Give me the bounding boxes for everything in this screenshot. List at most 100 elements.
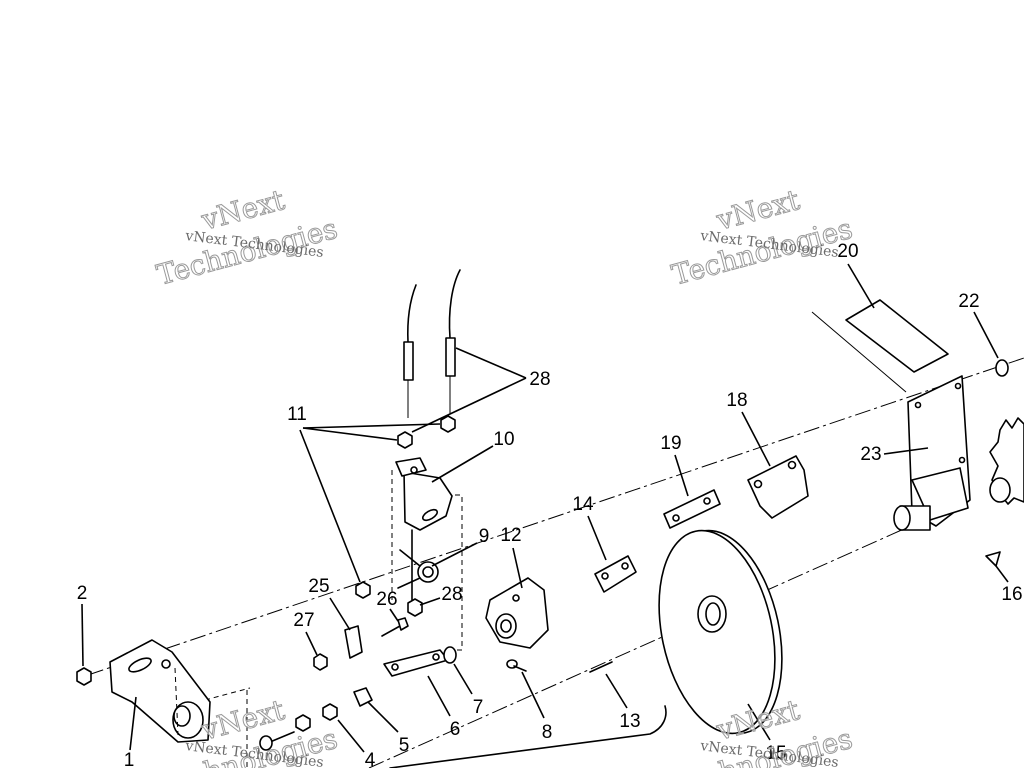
callout-16: 16 <box>1001 584 1022 605</box>
pin-part-8 <box>506 659 527 672</box>
callout-2: 2 <box>77 583 88 604</box>
pin-part-13 <box>589 661 613 673</box>
leader-6 <box>427 675 451 717</box>
pulley-part-15 <box>658 529 783 735</box>
callout-8: 8 <box>542 722 553 743</box>
bar-19-hole-b <box>703 497 711 505</box>
callout-27: 27 <box>293 610 314 631</box>
bracket-18-hole-a <box>753 479 763 489</box>
callout-4: 4 <box>365 750 376 768</box>
bracket-18-body <box>747 455 809 519</box>
block-14-hole-a <box>601 572 609 580</box>
bracket-knob-face <box>173 705 191 727</box>
nut-part-11-a <box>397 431 413 449</box>
cable-right-housing <box>448 269 461 339</box>
bracket-18-hole-b <box>787 460 797 470</box>
callout-9: 9 <box>479 526 490 547</box>
callout-18: 18 <box>726 390 747 411</box>
leader-11-b <box>302 423 441 429</box>
bracket-part-1 <box>109 639 211 743</box>
callout-28-lower: 28 <box>441 584 462 605</box>
callout-10: 10 <box>493 429 514 450</box>
leader-7 <box>453 663 473 695</box>
callout-23: 23 <box>860 444 881 465</box>
leader-16 <box>995 565 1009 583</box>
nut-part-11-c <box>355 581 371 599</box>
leader-19 <box>674 454 689 497</box>
leader-28-lower <box>419 597 441 606</box>
leader-26 <box>389 608 399 622</box>
nut-part-27 <box>313 653 328 671</box>
leader-10 <box>431 445 494 483</box>
leader-15 <box>747 703 771 741</box>
plate-23-hole-b <box>954 382 962 390</box>
housing-12-body <box>485 577 549 649</box>
leader-11-c <box>299 429 361 583</box>
callout-5: 5 <box>399 735 410 756</box>
bolt-lower-head <box>259 735 273 751</box>
cable-right <box>445 269 461 414</box>
main-axis-centerline <box>87 357 1024 676</box>
pin-8-shank <box>513 665 527 672</box>
leader-8 <box>521 671 545 719</box>
decal-edge-line <box>811 311 907 393</box>
clip-part-5 <box>353 687 373 707</box>
watermark-bottom-left: vNext Technologies vNext Technologies <box>153 692 342 768</box>
bar-19-hole-a <box>672 514 680 522</box>
nut-part-28 <box>407 598 423 617</box>
spring-coil-inner <box>422 566 434 578</box>
cable-left-housing <box>407 284 417 343</box>
spring-arm <box>397 549 421 589</box>
callout-6: 6 <box>450 719 461 740</box>
hub-23-end <box>893 505 911 531</box>
plate-part-23 <box>893 375 971 531</box>
callout-19: 19 <box>660 433 681 454</box>
washer-part-22 <box>995 359 1009 377</box>
leader-23 <box>883 447 929 455</box>
pulley-rim <box>658 529 776 735</box>
plate-23-hole-a <box>914 401 922 409</box>
pulley-bore <box>705 602 721 626</box>
lever-part-6 <box>383 649 449 677</box>
bolt-lower-shank <box>269 731 295 743</box>
nut-part-2 <box>76 667 92 686</box>
bolt-part-26 <box>381 617 409 637</box>
leader-lines <box>81 263 1009 753</box>
bracket-edge-dash <box>174 667 179 736</box>
bracket-part-18 <box>747 455 809 519</box>
bracket-dashed-guide <box>448 494 463 651</box>
lever-6-hole-b <box>432 653 440 661</box>
leader-18 <box>741 411 771 467</box>
leader-5 <box>367 701 399 733</box>
lever-6-hole-a <box>391 663 399 671</box>
rod-lower <box>389 705 667 768</box>
watermark-top-left: vNext Technologies vNext Technologies <box>153 182 342 292</box>
spring-coil <box>417 561 439 583</box>
callout-26: 26 <box>376 589 397 610</box>
cable-left-fitting <box>403 341 414 381</box>
callout-28-upper: 28 <box>529 369 550 390</box>
gearbox-bore <box>989 477 1011 503</box>
callout-11: 11 <box>287 404 307 425</box>
leader-20 <box>847 263 875 309</box>
cable-right-fitting <box>445 337 456 377</box>
pulley-hub <box>697 595 727 633</box>
bracket-10-hole <box>410 466 418 474</box>
bracket-hole <box>161 659 171 669</box>
callout-22: 22 <box>958 291 979 312</box>
lever-6-body <box>383 649 449 677</box>
nut-part-11-b <box>440 415 456 433</box>
bolt-26-head <box>397 617 409 631</box>
bar-19-body <box>663 489 721 529</box>
callout-20: 20 <box>837 241 858 262</box>
leader-12 <box>512 547 523 589</box>
leader-27 <box>305 631 318 656</box>
bracket-part-10 <box>395 457 453 601</box>
housing-12-boss <box>495 613 517 639</box>
block-part-14 <box>594 555 637 593</box>
leader-13 <box>605 673 628 709</box>
callout-7: 7 <box>473 697 484 718</box>
decal-part-20 <box>845 299 949 373</box>
callout-12: 12 <box>500 525 521 546</box>
